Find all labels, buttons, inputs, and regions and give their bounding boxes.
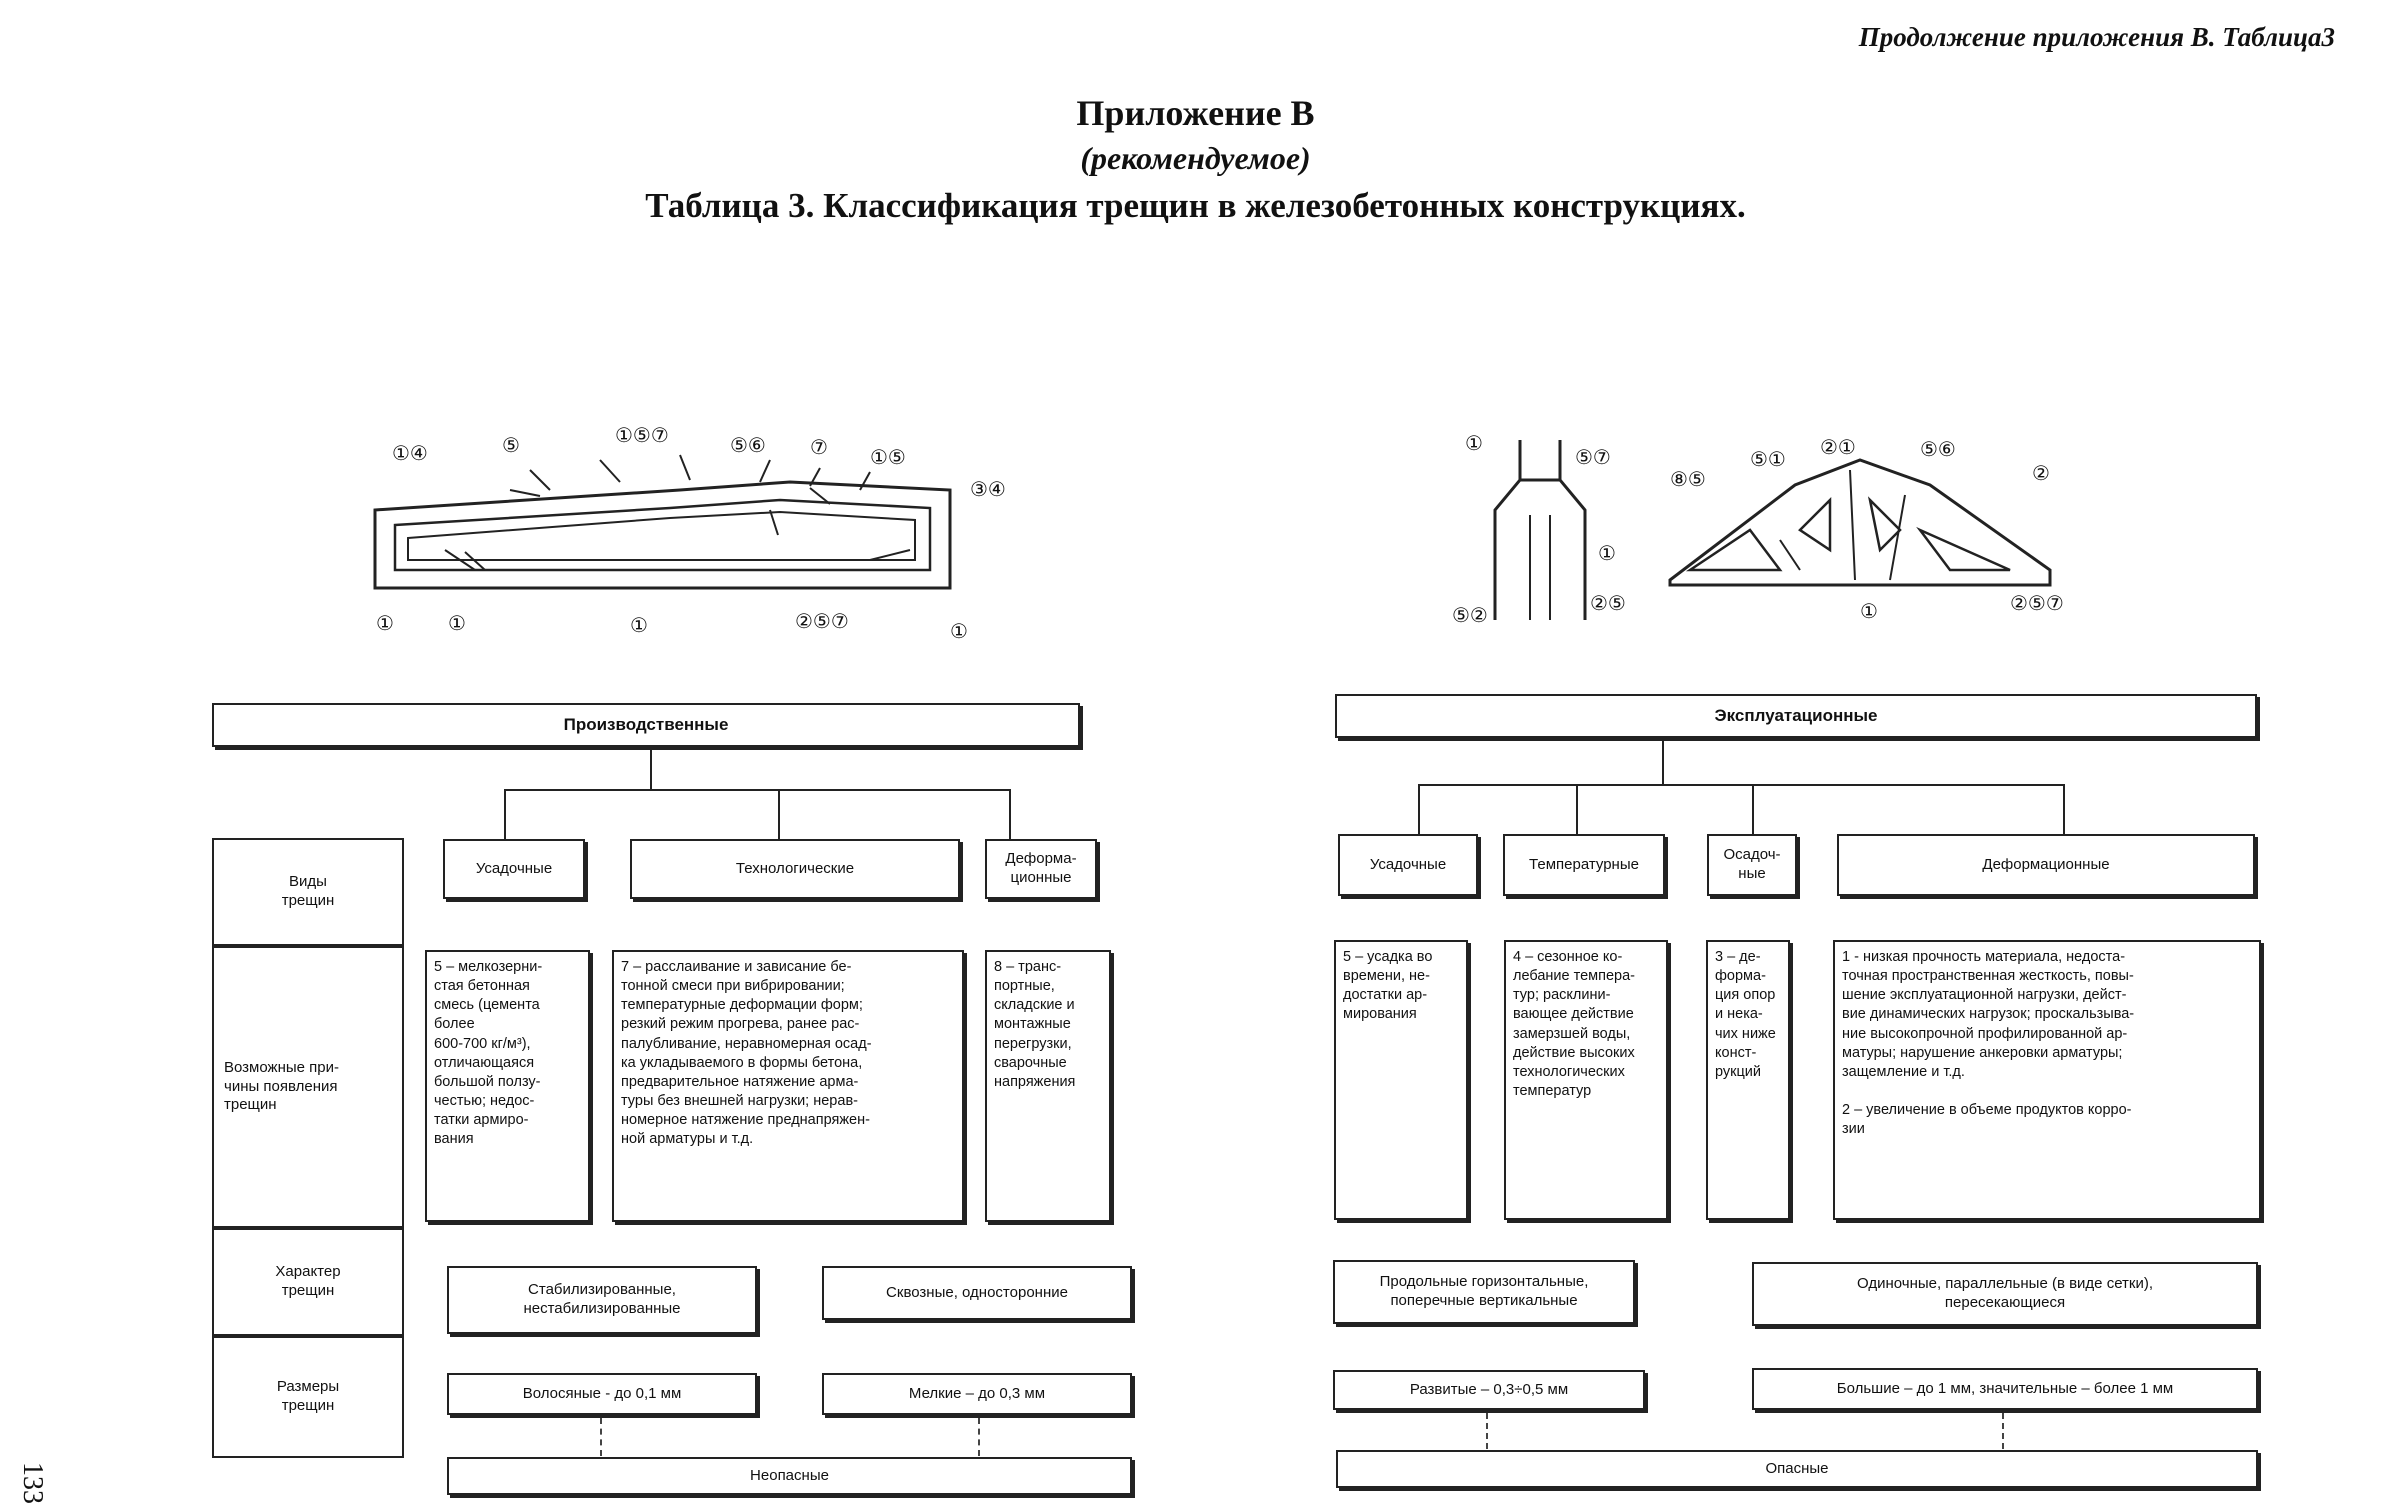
production-cause-deformation: 8 – транс- портные, складские и монтажны… — [985, 950, 1111, 1222]
svg-text:①: ① — [1598, 543, 1616, 565]
svg-text:②⑤: ②⑤ — [1590, 593, 1626, 615]
production-verdict: Неопасные — [447, 1457, 1132, 1495]
appendix-title: Приложение В — [1076, 93, 1315, 133]
exploitation-type-deformation: Деформационные — [1837, 834, 2255, 896]
callout: ①④ — [392, 443, 428, 465]
exploitation-character-single: Одиночные, параллельные (в виде сетки), … — [1752, 1262, 2258, 1326]
production-type-deformation: Деформа- ционные — [985, 839, 1097, 899]
exploitation-cause-deformation: 1 - низкая прочность материала, недоста-… — [1833, 940, 2261, 1220]
row-label-sizes: Размеры трещин — [212, 1336, 404, 1458]
svg-text:①: ① — [1860, 601, 1878, 623]
production-cause-technological: 7 – расслаивание и зависание бе- тонной … — [612, 950, 964, 1222]
exploitation-type-shrinkage: Усадочные — [1338, 834, 1478, 896]
table-title: Таблица 3. Классификация трещин в железо… — [645, 186, 1746, 225]
left-slab-diagram: ①④ ⑤ ①⑤⑦ ⑤⑥ ⑦ ①⑤ ③④ ① ① ① ②⑤⑦ ① — [373, 425, 1006, 643]
right-truss-diagram: ① ⑤⑦ ① ②⑤ ⑤② ⑧⑤ ⑤① ②① ⑤⑥ ② ① ②⑤⑦ — [1452, 433, 2064, 627]
svg-text:⑤②: ⑤② — [1452, 605, 1488, 627]
exploitation-size-large: Большие – до 1 мм, значительные – более … — [1752, 1368, 2258, 1410]
row-label-types: Виды трещин — [212, 838, 404, 946]
exploitation-type-settlement: Осадоч- ные — [1707, 834, 1797, 896]
svg-text:②: ② — [2032, 463, 2050, 485]
svg-text:①⑤⑦: ①⑤⑦ — [615, 425, 669, 447]
svg-text:⑧⑤: ⑧⑤ — [1670, 469, 1706, 491]
production-size-hairline: Волосяные - до 0,1 мм — [447, 1373, 757, 1415]
svg-text:⑤⑦: ⑤⑦ — [1575, 447, 1611, 469]
production-type-shrinkage: Усадочные — [443, 839, 585, 899]
exploitation-cause-temperature: 4 – сезонное ко- лебание темпера- тур; р… — [1504, 940, 1668, 1220]
production-character-stabilized: Стабилизированные, нестабилизированные — [447, 1266, 757, 1334]
svg-text:①: ① — [376, 613, 394, 635]
svg-text:⑤①: ⑤① — [1750, 449, 1786, 471]
svg-text:③④: ③④ — [970, 479, 1006, 501]
svg-text:⑤⑥: ⑤⑥ — [1920, 439, 1956, 461]
svg-text:②⑤⑦: ②⑤⑦ — [2010, 593, 2064, 615]
production-type-technological: Технологические — [630, 839, 960, 899]
svg-text:①: ① — [630, 615, 648, 637]
exploitation-size-developed: Развитые – 0,3÷0,5 мм — [1333, 1370, 1645, 1410]
svg-text:②①: ②① — [1820, 437, 1856, 459]
continuation-note: Продолжение приложения В. Таблица3 — [1858, 22, 2335, 52]
svg-text:⑤: ⑤ — [502, 435, 520, 457]
exploitation-header: Эксплуатационные — [1335, 694, 2257, 738]
svg-text:⑦: ⑦ — [810, 437, 828, 459]
production-size-small: Мелкие – до 0,3 мм — [822, 1373, 1132, 1415]
production-header: Производственные — [212, 703, 1080, 747]
svg-text:①: ① — [1465, 433, 1483, 455]
page-number: 133 — [17, 1462, 48, 1504]
svg-text:①⑤: ①⑤ — [870, 447, 906, 469]
svg-text:①: ① — [448, 613, 466, 635]
exploitation-verdict: Опасные — [1336, 1450, 2258, 1488]
production-character-through: Сквозные, односторонние — [822, 1266, 1132, 1320]
exploitation-cause-settlement: 3 – де- форма- ция опор и нека- чих ниже… — [1706, 940, 1790, 1220]
exploitation-cause-shrinkage: 5 – усадка во времени, не- достатки ар- … — [1334, 940, 1468, 1220]
production-cause-shrinkage: 5 – мелкозерни- стая бетонная смесь (цем… — [425, 950, 590, 1222]
row-label-causes: Возможные при- чины появления трещин — [212, 946, 404, 1228]
exploitation-type-temperature: Температурные — [1503, 834, 1665, 896]
svg-text:②⑤⑦: ②⑤⑦ — [795, 611, 849, 633]
exploitation-character-longitudinal: Продольные горизонтальные, поперечные ве… — [1333, 1260, 1635, 1324]
appendix-subtitle: (рекомендуемое) — [1080, 140, 1311, 176]
svg-text:①: ① — [950, 621, 968, 643]
svg-text:⑤⑥: ⑤⑥ — [730, 435, 766, 457]
row-label-character: Характер трещин — [212, 1228, 404, 1336]
